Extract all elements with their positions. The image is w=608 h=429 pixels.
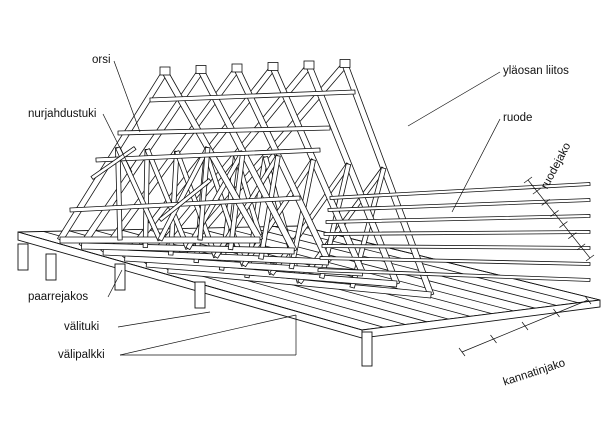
- floor-joist: [274, 226, 579, 304]
- purlins: [69, 89, 356, 222]
- dimension-tick: [521, 321, 529, 331]
- ridge-joint: [267, 62, 279, 71]
- dimension-tick: [576, 243, 586, 251]
- roof-batten: [321, 244, 591, 250]
- dimension-tick: [585, 254, 595, 262]
- support-post: [17, 243, 29, 271]
- truss-web: [115, 147, 123, 241]
- ridge-joint: [231, 63, 243, 73]
- floor-joist: [222, 227, 536, 309]
- dimension-tick: [550, 210, 559, 217]
- truss-web: [157, 146, 211, 242]
- ridge-joint: [303, 60, 315, 70]
- roof-batten: [327, 198, 591, 212]
- floor-joist: [17, 231, 363, 331]
- label-paarrejakos: paarrejakos: [28, 291, 89, 303]
- dimension-tick: [490, 334, 497, 344]
- purlin: [69, 195, 301, 213]
- trusses: [57, 59, 435, 299]
- ridge-joint: [339, 59, 351, 68]
- dimension-line-ruodejako: [527, 179, 591, 259]
- leader-line: [407, 71, 501, 127]
- dimension-tick: [523, 176, 533, 184]
- dimension-tick: [584, 295, 592, 305]
- roof-batten: [323, 230, 591, 236]
- label-orsi: orsi: [92, 54, 111, 66]
- dimension-tick: [532, 187, 542, 195]
- lateral-brace: [90, 146, 137, 180]
- lateral-brace: [158, 178, 212, 222]
- leader-line: [113, 60, 141, 133]
- dimension-tick: [458, 347, 466, 357]
- leader-line: [117, 311, 211, 328]
- dimension-tick: [541, 199, 550, 206]
- leader-line: [102, 113, 133, 173]
- roof-batten: [329, 182, 591, 200]
- roof-batten: [325, 214, 591, 224]
- dimension-lines: [458, 176, 595, 357]
- support-post: [114, 263, 126, 291]
- dimension-tick: [568, 232, 577, 239]
- leader-line: [451, 118, 501, 213]
- floor-joist: [248, 226, 557, 306]
- purlin: [117, 125, 331, 136]
- support-post: [361, 331, 373, 367]
- roof-batten: [317, 268, 591, 282]
- purlin: [95, 147, 321, 163]
- ridge-joint: [195, 65, 207, 74]
- purlin: [149, 89, 356, 103]
- truss-web: [142, 148, 150, 248]
- support-post: [194, 281, 206, 309]
- label-valituki: välituki: [64, 321, 100, 333]
- truss-web: [197, 146, 211, 241]
- roof-batten: [319, 256, 591, 266]
- support-posts: [17, 243, 373, 367]
- label-ylaosan-liitos: yläosan liitos: [503, 65, 569, 77]
- dimension-tick: [553, 308, 560, 318]
- support-post: [45, 253, 57, 281]
- label-valipalkki: välipalkki: [58, 349, 105, 361]
- label-nurjahdustuki: nurjahdustuki: [28, 108, 97, 120]
- dimension-tick: [559, 221, 568, 228]
- label-ruode: ruode: [503, 112, 533, 124]
- ridge-joint: [159, 66, 171, 76]
- leader-line: [107, 269, 123, 298]
- leader-line: [119, 314, 297, 356]
- leader-lines: [102, 60, 501, 356]
- roof-battens: [317, 182, 591, 282]
